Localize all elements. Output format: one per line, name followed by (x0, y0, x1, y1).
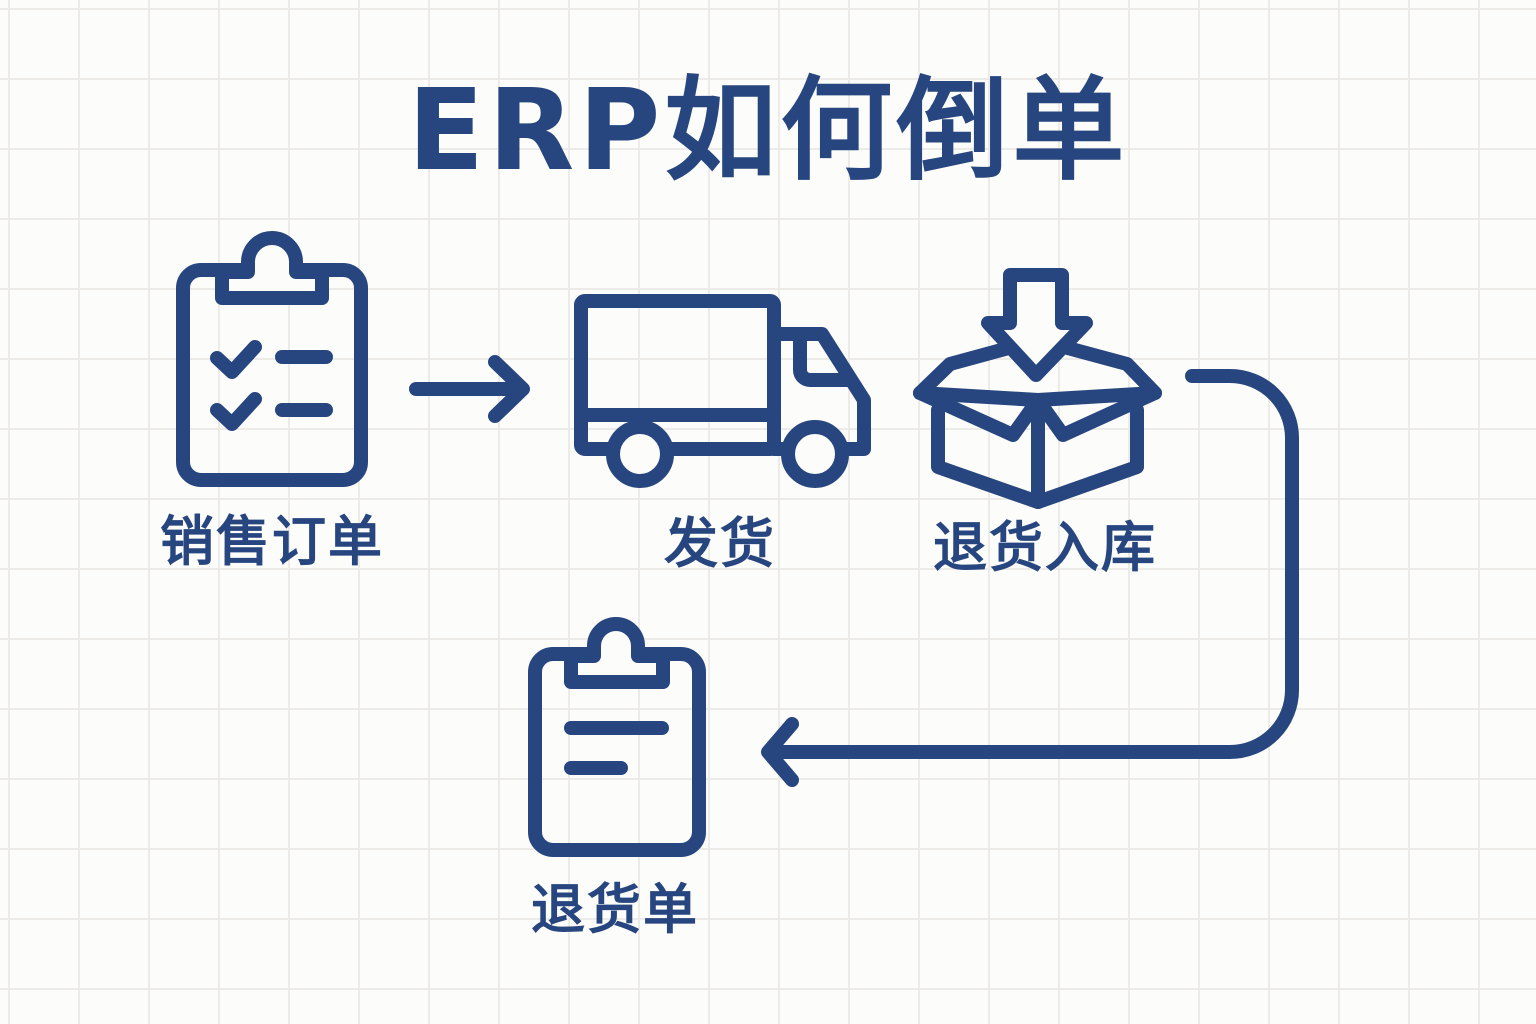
curved-arrow-left-icon (761, 369, 1299, 787)
box-download-icon (913, 268, 1162, 509)
check-icon (210, 392, 262, 431)
node-label-return-order: 退货单 (531, 878, 699, 941)
clipboard-list-icon (528, 617, 706, 857)
truck-icon (574, 294, 871, 488)
diagram-title: ERP如何倒单 (407, 66, 1129, 196)
node-label-shipping: 发货 (664, 512, 776, 575)
node-label-sales-order: 销售订单 (160, 510, 384, 573)
node-label-return-warehousing: 退货入库 (933, 516, 1157, 579)
check-icon (210, 340, 262, 379)
arrow-right-icon (409, 355, 530, 423)
clipboard-checklist-icon (176, 231, 368, 487)
